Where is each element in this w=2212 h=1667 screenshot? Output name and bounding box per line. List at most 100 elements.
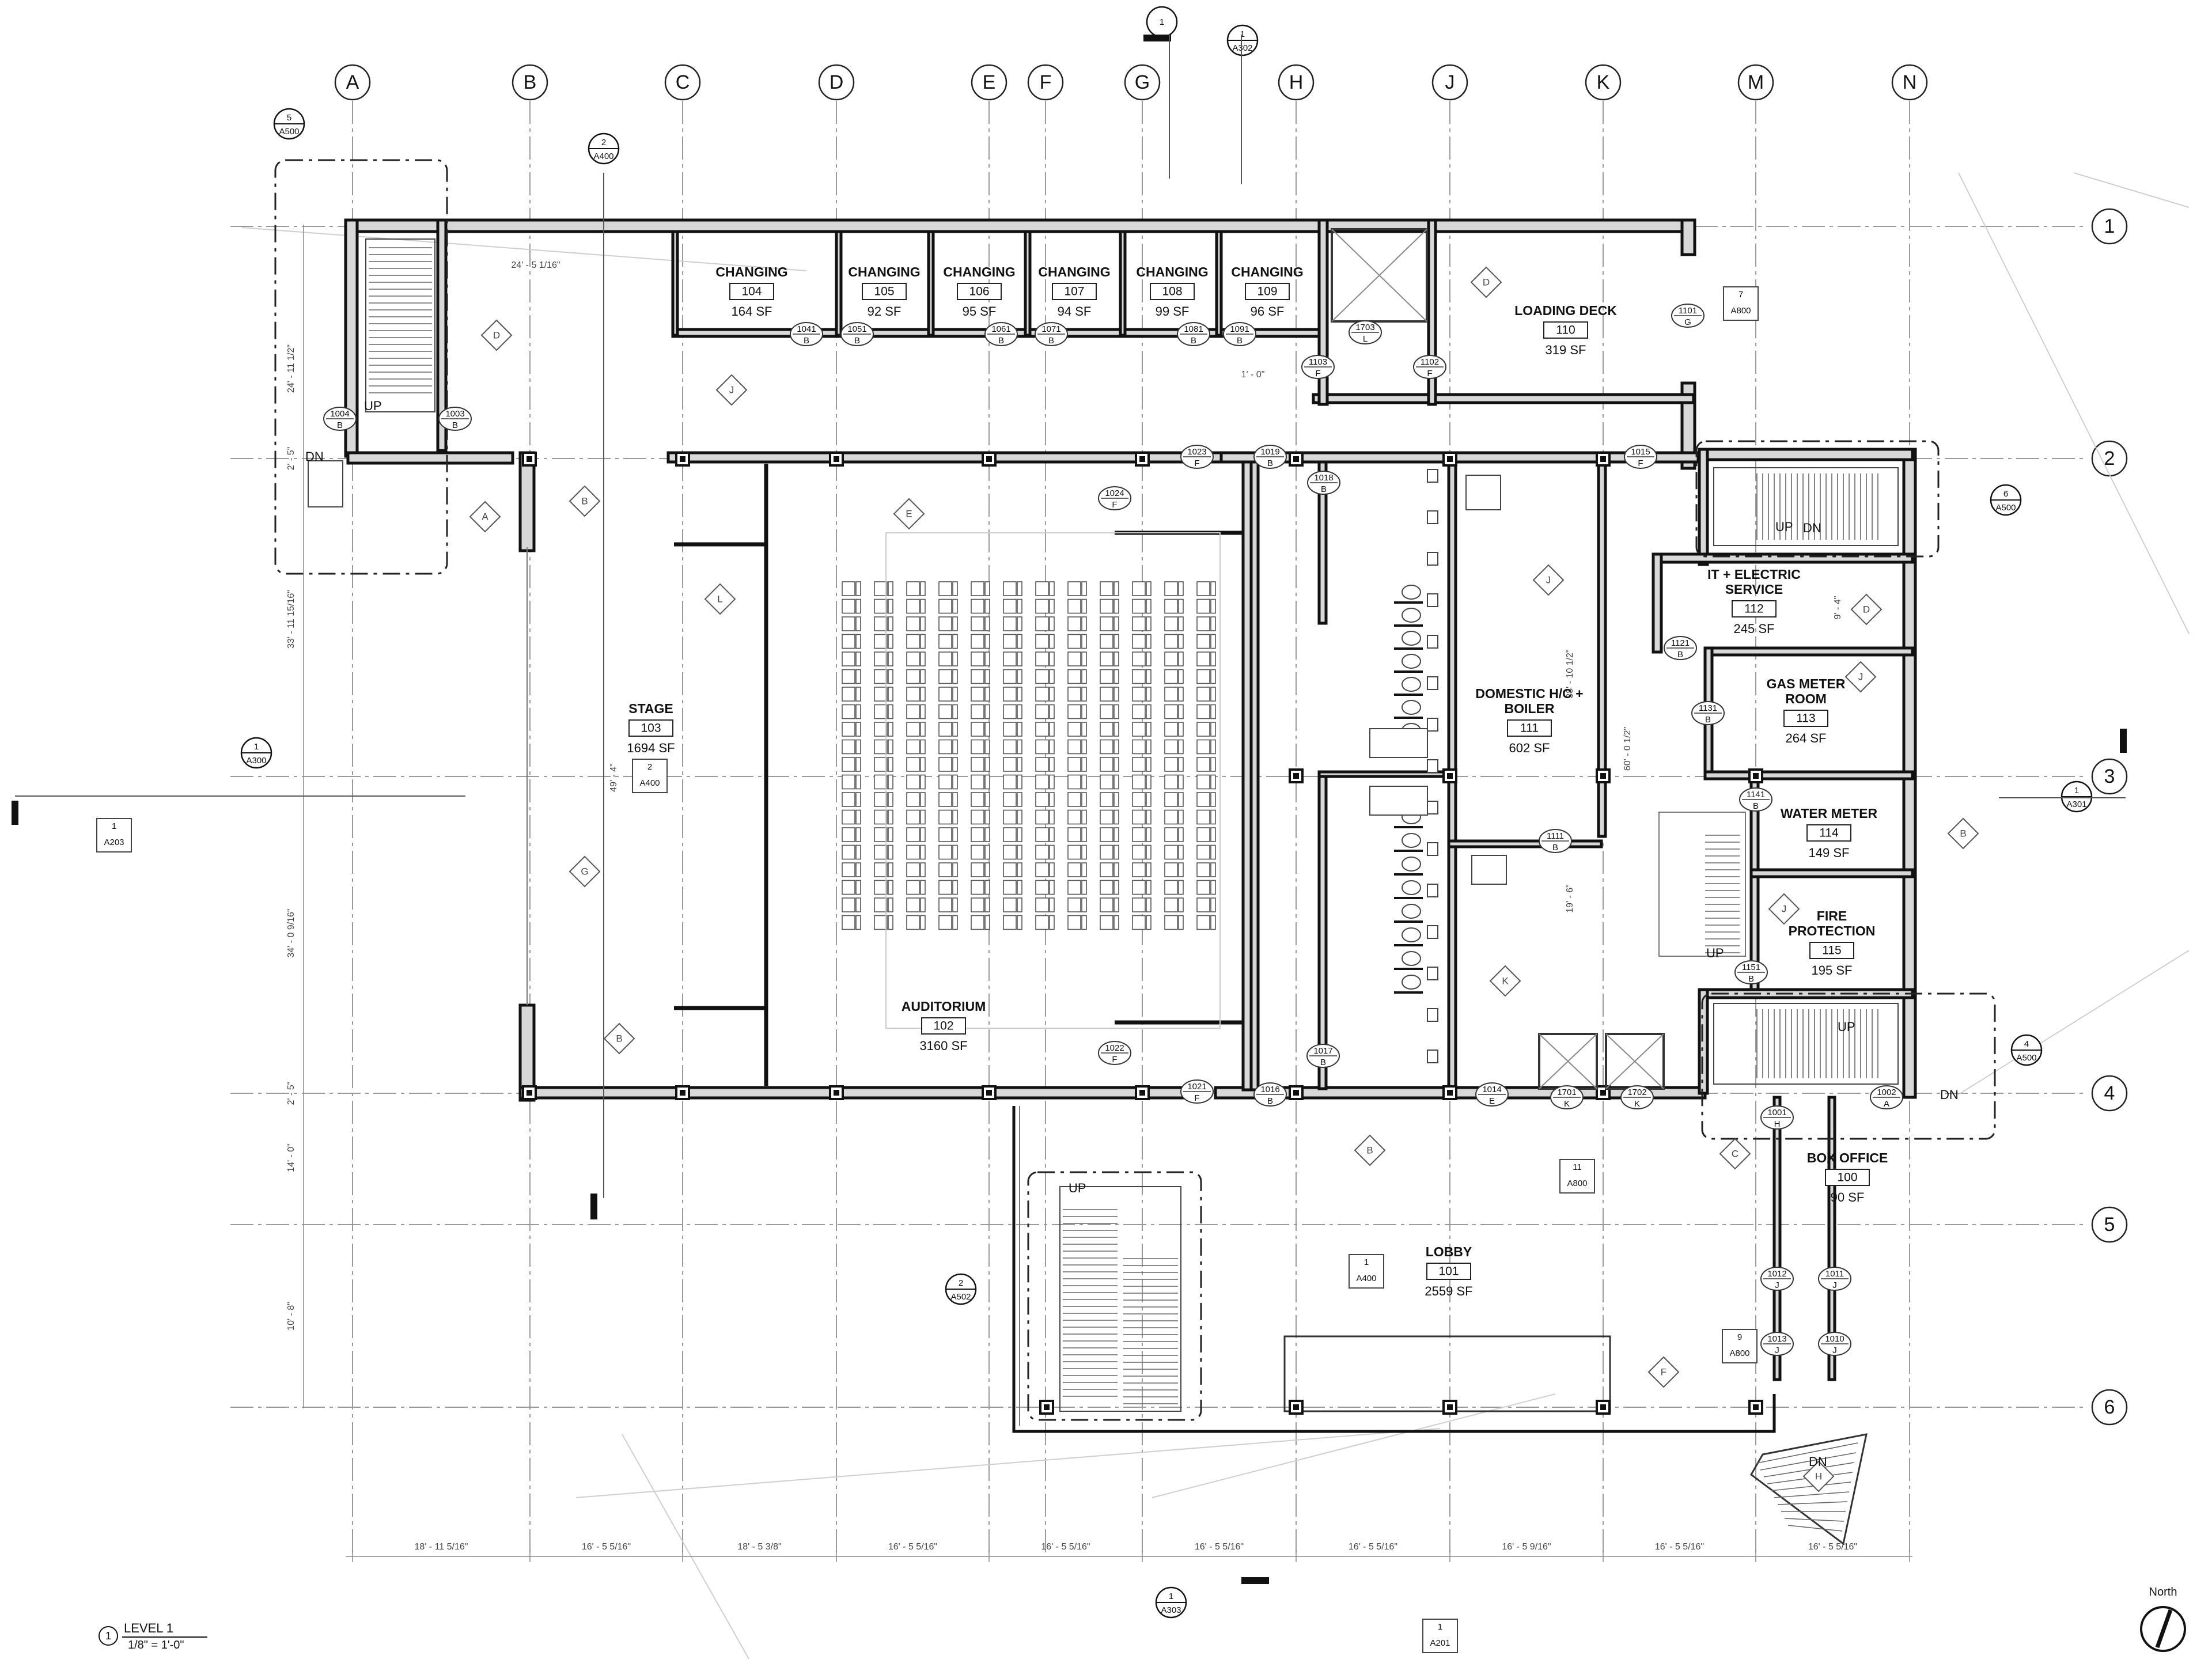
site-context-lines (241, 172, 2190, 1660)
elevators (1331, 228, 1665, 1090)
grid-bubble-N: N (1891, 64, 1928, 101)
structural-columns (522, 452, 1763, 1415)
svg-text:D: D (1483, 277, 1490, 288)
svg-text:UP: UP (1838, 1020, 1855, 1034)
grid-bubble-F: F (1027, 64, 1064, 101)
svg-text:1121: 1121 (1671, 638, 1690, 648)
svg-text:A303: A303 (1161, 1605, 1181, 1615)
svg-text:1081: 1081 (1184, 324, 1203, 334)
svg-text:A203: A203 (104, 838, 124, 847)
svg-text:1111: 1111 (1547, 831, 1564, 841)
dimension-label: 18' - 11 5/16" (415, 1542, 468, 1552)
dimension-label: 34' - 0 9/16" (286, 908, 296, 957)
restroom-fixtures (1369, 469, 1507, 1063)
svg-text:F: F (1427, 369, 1432, 378)
svg-text:LEVEL 1: LEVEL 1 (124, 1621, 173, 1635)
stair-service (1658, 812, 1746, 957)
svg-text:B: B (581, 496, 588, 507)
svg-text:E: E (983, 71, 996, 93)
grid-bubble-D: D (818, 64, 855, 101)
svg-text:DN: DN (1940, 1088, 1959, 1102)
svg-text:G: G (1135, 71, 1150, 93)
svg-text:B: B (1267, 1096, 1273, 1106)
stair-exterior-ramp (1750, 1433, 1868, 1545)
room-number: 104 (741, 285, 762, 298)
svg-text:B: B (1677, 650, 1683, 660)
room-name: CHANGING (848, 264, 920, 279)
svg-text:B: B (804, 336, 809, 346)
grid-bubble-3: 3 (2091, 758, 2128, 795)
svg-text:H: H (1815, 1471, 1822, 1482)
svg-text:L: L (1363, 334, 1368, 344)
room-number: 108 (1162, 285, 1182, 298)
svg-text:2: 2 (647, 762, 652, 772)
partition-tag-D: D (480, 319, 513, 351)
room-name: STAGE (628, 701, 673, 716)
svg-text:B: B (1960, 828, 1966, 839)
svg-text:B: B (1237, 336, 1243, 346)
svg-text:A400: A400 (1356, 1274, 1376, 1283)
svg-text:G: G (1684, 317, 1691, 327)
svg-text:5: 5 (2104, 1214, 2115, 1236)
svg-text:M: M (1748, 71, 1764, 93)
svg-text:J: J (1782, 904, 1787, 915)
partition-tag-L: L (704, 583, 736, 615)
svg-text:J: J (1445, 71, 1455, 93)
svg-text:49' - 4": 49' - 4" (609, 763, 619, 792)
svg-text:1151: 1151 (1742, 963, 1760, 972)
svg-text:A302: A302 (1232, 43, 1252, 53)
grid-bubble-5: 5 (2091, 1206, 2128, 1243)
svg-text:J: J (1775, 1346, 1779, 1355)
drawing-title: 1 LEVEL 1 1/8" = 1'-0" (99, 1621, 207, 1651)
svg-text:1: 1 (1240, 29, 1245, 39)
svg-text:F: F (1112, 500, 1117, 510)
room-name: CHANGING (1038, 264, 1110, 279)
svg-text:1013: 1013 (1767, 1334, 1786, 1344)
partition-tag-J: J (1768, 893, 1800, 925)
grid-bubbles-columns: A B C D E F G H J K M N (334, 64, 1928, 101)
svg-text:D: D (493, 330, 500, 341)
room-number: 103 (641, 722, 661, 735)
partition-tag-A: A (469, 501, 501, 533)
stair-ne (1713, 467, 1899, 546)
room-name: CHANGING (1136, 264, 1208, 279)
room-number: 105 (874, 285, 894, 298)
stair-se (1713, 1003, 1899, 1085)
svg-text:1018: 1018 (1314, 473, 1333, 483)
svg-text:1012: 1012 (1767, 1269, 1786, 1279)
room-number: 115 (1822, 944, 1841, 957)
svg-text:A301: A301 (2066, 800, 2086, 809)
room-name: FIRE (1817, 908, 1847, 923)
room-area: 99 SF (1156, 304, 1190, 319)
room-area: 3160 SF (919, 1039, 967, 1053)
north-arrow: North (2140, 1586, 2186, 1652)
partition-tag-B: B (569, 485, 601, 517)
room-area: 264 SF (1786, 731, 1827, 745)
svg-text:B: B (616, 1033, 622, 1044)
svg-text:24' - 5 1/16": 24' - 5 1/16" (511, 260, 560, 270)
svg-text:B: B (1705, 715, 1711, 725)
svg-text:L: L (717, 594, 722, 605)
